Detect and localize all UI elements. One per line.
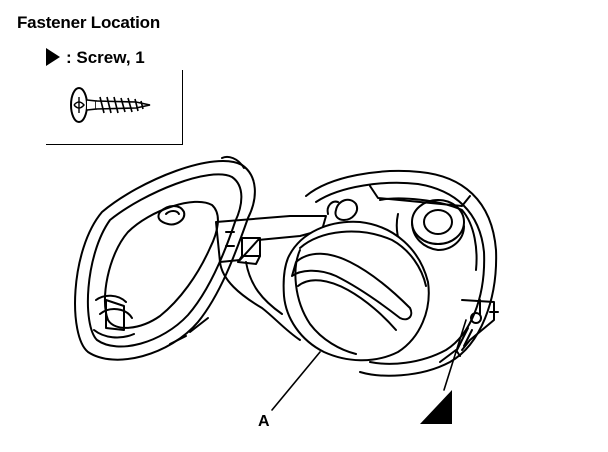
screw-legend-label: : Screw, 1 xyxy=(66,48,145,67)
screw-icon xyxy=(70,87,151,123)
hinge-arm xyxy=(215,215,327,341)
legend-frame xyxy=(46,70,183,145)
screw-location-marker-icon xyxy=(420,390,452,424)
screw-legend-entry: : Screw, 1 xyxy=(46,48,145,68)
screw-location-leader xyxy=(443,319,467,391)
triangle-marker-icon xyxy=(46,48,60,66)
callout-leader-a xyxy=(271,351,321,411)
legend-title: Fastener Location xyxy=(17,13,161,32)
fuel-cap xyxy=(282,220,430,362)
fuel-door-panel xyxy=(74,155,256,361)
callout-label-a: A xyxy=(258,413,270,430)
fuel-filler-housing xyxy=(305,170,499,377)
